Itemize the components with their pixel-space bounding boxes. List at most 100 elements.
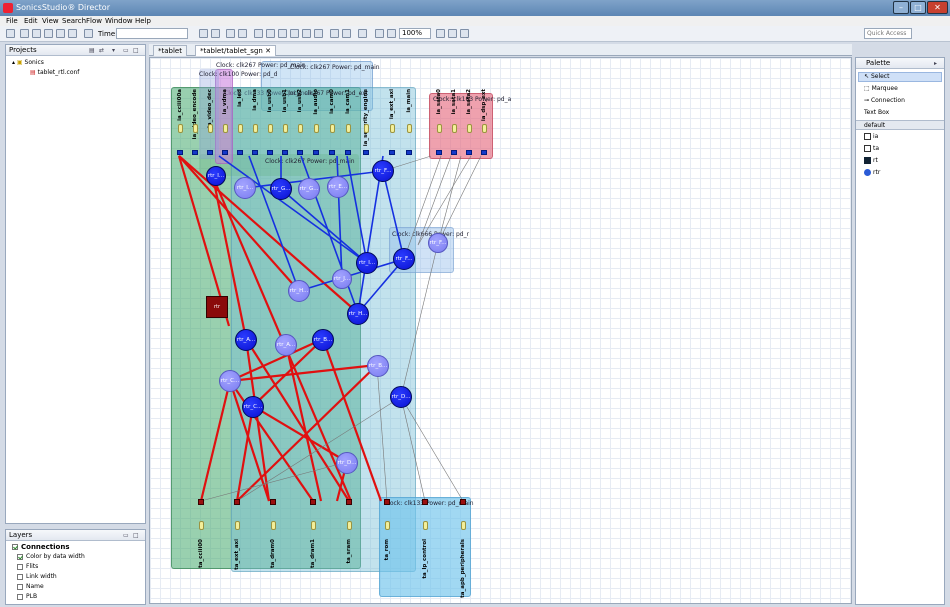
match-height-icon[interactable] — [342, 29, 351, 38]
match-width-icon[interactable] — [330, 29, 339, 38]
router-node[interactable]: rtr_B... — [367, 355, 389, 377]
port-connector[interactable] — [222, 150, 228, 155]
close-button[interactable]: ✕ — [927, 1, 948, 14]
link-icon[interactable]: ⇄ — [99, 47, 105, 54]
rt-item[interactable]: rt — [873, 157, 878, 164]
run-icon[interactable] — [84, 29, 93, 38]
router-node[interactable]: rtr_F... — [428, 233, 448, 253]
maximize-button[interactable]: □ — [910, 1, 926, 14]
diagram-canvas[interactable]: Clock: clk267 Power: pd_main Clock: clk5… — [149, 57, 852, 604]
zoom-select[interactable]: 100% — [399, 28, 431, 39]
ia-item[interactable]: ia — [873, 133, 879, 140]
palette-expand-icon[interactable]: ▸ — [934, 60, 938, 67]
menu-edit[interactable]: Edit — [24, 17, 38, 25]
port-connector[interactable] — [237, 150, 243, 155]
link-width-checkbox[interactable] — [17, 574, 23, 580]
collapse-icon[interactable]: ▤ — [89, 47, 95, 54]
menu-file[interactable]: File — [6, 17, 18, 25]
name-checkbox[interactable] — [17, 584, 23, 590]
minimize-view-icon[interactable]: ▭ — [123, 532, 129, 539]
align-top-icon[interactable] — [290, 29, 299, 38]
marquee-icon[interactable] — [448, 29, 457, 38]
connections-section[interactable]: Connections — [12, 543, 70, 551]
router-node[interactable]: rtr_G... — [298, 178, 320, 200]
port-connector[interactable] — [252, 150, 258, 155]
port-connector[interactable] — [436, 150, 442, 155]
menu-help[interactable]: Help — [135, 17, 151, 25]
align-bottom-icon[interactable] — [314, 29, 323, 38]
port-connector[interactable] — [406, 150, 412, 155]
router-node[interactable]: rtr_D... — [390, 386, 412, 408]
ta-item[interactable]: ta — [873, 145, 880, 152]
close-tab-icon[interactable]: ✕ — [265, 47, 271, 55]
marquee-tool[interactable]: ⬚ Marquee — [864, 85, 898, 92]
router-node[interactable]: rtr_I... — [206, 166, 226, 186]
pointer-icon[interactable] — [436, 29, 445, 38]
align-right-icon[interactable] — [278, 29, 287, 38]
port-connector[interactable] — [363, 150, 369, 155]
clock-region[interactable]: Clock: clk100 Power: pd_d — [199, 69, 277, 159]
grid-icon[interactable] — [358, 29, 367, 38]
router-node[interactable]: rtr_B... — [312, 329, 334, 351]
port-connector[interactable] — [346, 499, 352, 505]
align-center-icon[interactable] — [266, 29, 275, 38]
minimize-view-icon[interactable]: ▭ — [123, 47, 129, 54]
connections-checkbox[interactable] — [12, 544, 18, 550]
tree-file[interactable]: ▤ tablet_rtl.conf — [30, 69, 79, 76]
router-node[interactable]: rtr_F... — [372, 160, 394, 182]
palette-tab[interactable]: Palette — [866, 59, 891, 67]
save-all-icon[interactable] — [44, 29, 53, 38]
router-node[interactable]: rtr_D... — [336, 452, 358, 474]
align-left-icon[interactable] — [254, 29, 263, 38]
print-icon[interactable] — [56, 29, 65, 38]
router-node[interactable]: rtr_F... — [393, 248, 415, 270]
maximize-view-icon[interactable]: □ — [133, 47, 139, 54]
port-connector[interactable] — [329, 150, 335, 155]
port-connector[interactable] — [192, 150, 198, 155]
port-connector[interactable] — [384, 499, 390, 505]
cut-icon[interactable] — [226, 29, 235, 38]
port-connector[interactable] — [345, 150, 351, 155]
port-connector[interactable] — [282, 150, 288, 155]
menu-window[interactable]: Window — [105, 17, 133, 25]
port-connector[interactable] — [422, 499, 428, 505]
router-node[interactable]: rtr_G... — [270, 178, 292, 200]
tree-root[interactable]: ▴ ▣ Sonics — [12, 59, 44, 66]
router-node[interactable]: rtr_C... — [219, 370, 241, 392]
view-menu-icon[interactable]: ▾ — [112, 47, 116, 54]
plb-checkbox[interactable] — [17, 594, 23, 600]
open-icon[interactable] — [20, 29, 29, 38]
maximize-view-icon[interactable]: □ — [133, 532, 139, 539]
port-connector[interactable] — [460, 499, 466, 505]
port-connector[interactable] — [481, 150, 487, 155]
menu-view[interactable]: View — [42, 17, 59, 25]
save-icon[interactable] — [32, 29, 41, 38]
port-connector[interactable] — [234, 499, 240, 505]
port-connector[interactable] — [389, 150, 395, 155]
router-node[interactable]: rtr_H... — [288, 280, 310, 302]
menu-flow[interactable]: Flow — [86, 17, 102, 25]
router-node[interactable]: rtr_A... — [235, 329, 257, 351]
menu-search[interactable]: Search — [62, 17, 87, 25]
port-connector[interactable] — [297, 150, 303, 155]
port-connector[interactable] — [313, 150, 319, 155]
select-tool[interactable]: ↖ Select — [864, 73, 890, 80]
projects-tab[interactable]: Projects — [9, 46, 37, 54]
flits-checkbox[interactable] — [17, 564, 23, 570]
text-box-tool[interactable]: Text Box — [864, 109, 889, 116]
new-icon[interactable] — [6, 29, 15, 38]
port-connector[interactable] — [270, 499, 276, 505]
router-node[interactable]: rtr_J... — [332, 269, 352, 289]
copy-icon[interactable] — [238, 29, 247, 38]
router-node[interactable]: rtr_I... — [234, 177, 256, 199]
align-middle-icon[interactable] — [302, 29, 311, 38]
port-connector[interactable] — [198, 499, 204, 505]
connection-icon[interactable] — [460, 29, 469, 38]
quick-access-input[interactable]: Quick Access — [864, 28, 912, 39]
port-connector[interactable] — [451, 150, 457, 155]
export-icon[interactable] — [68, 29, 77, 38]
port-connector[interactable] — [207, 150, 213, 155]
port-connector[interactable] — [310, 499, 316, 505]
rt-block[interactable]: rtr — [206, 296, 228, 318]
router-node[interactable]: rtr_A... — [275, 334, 297, 356]
